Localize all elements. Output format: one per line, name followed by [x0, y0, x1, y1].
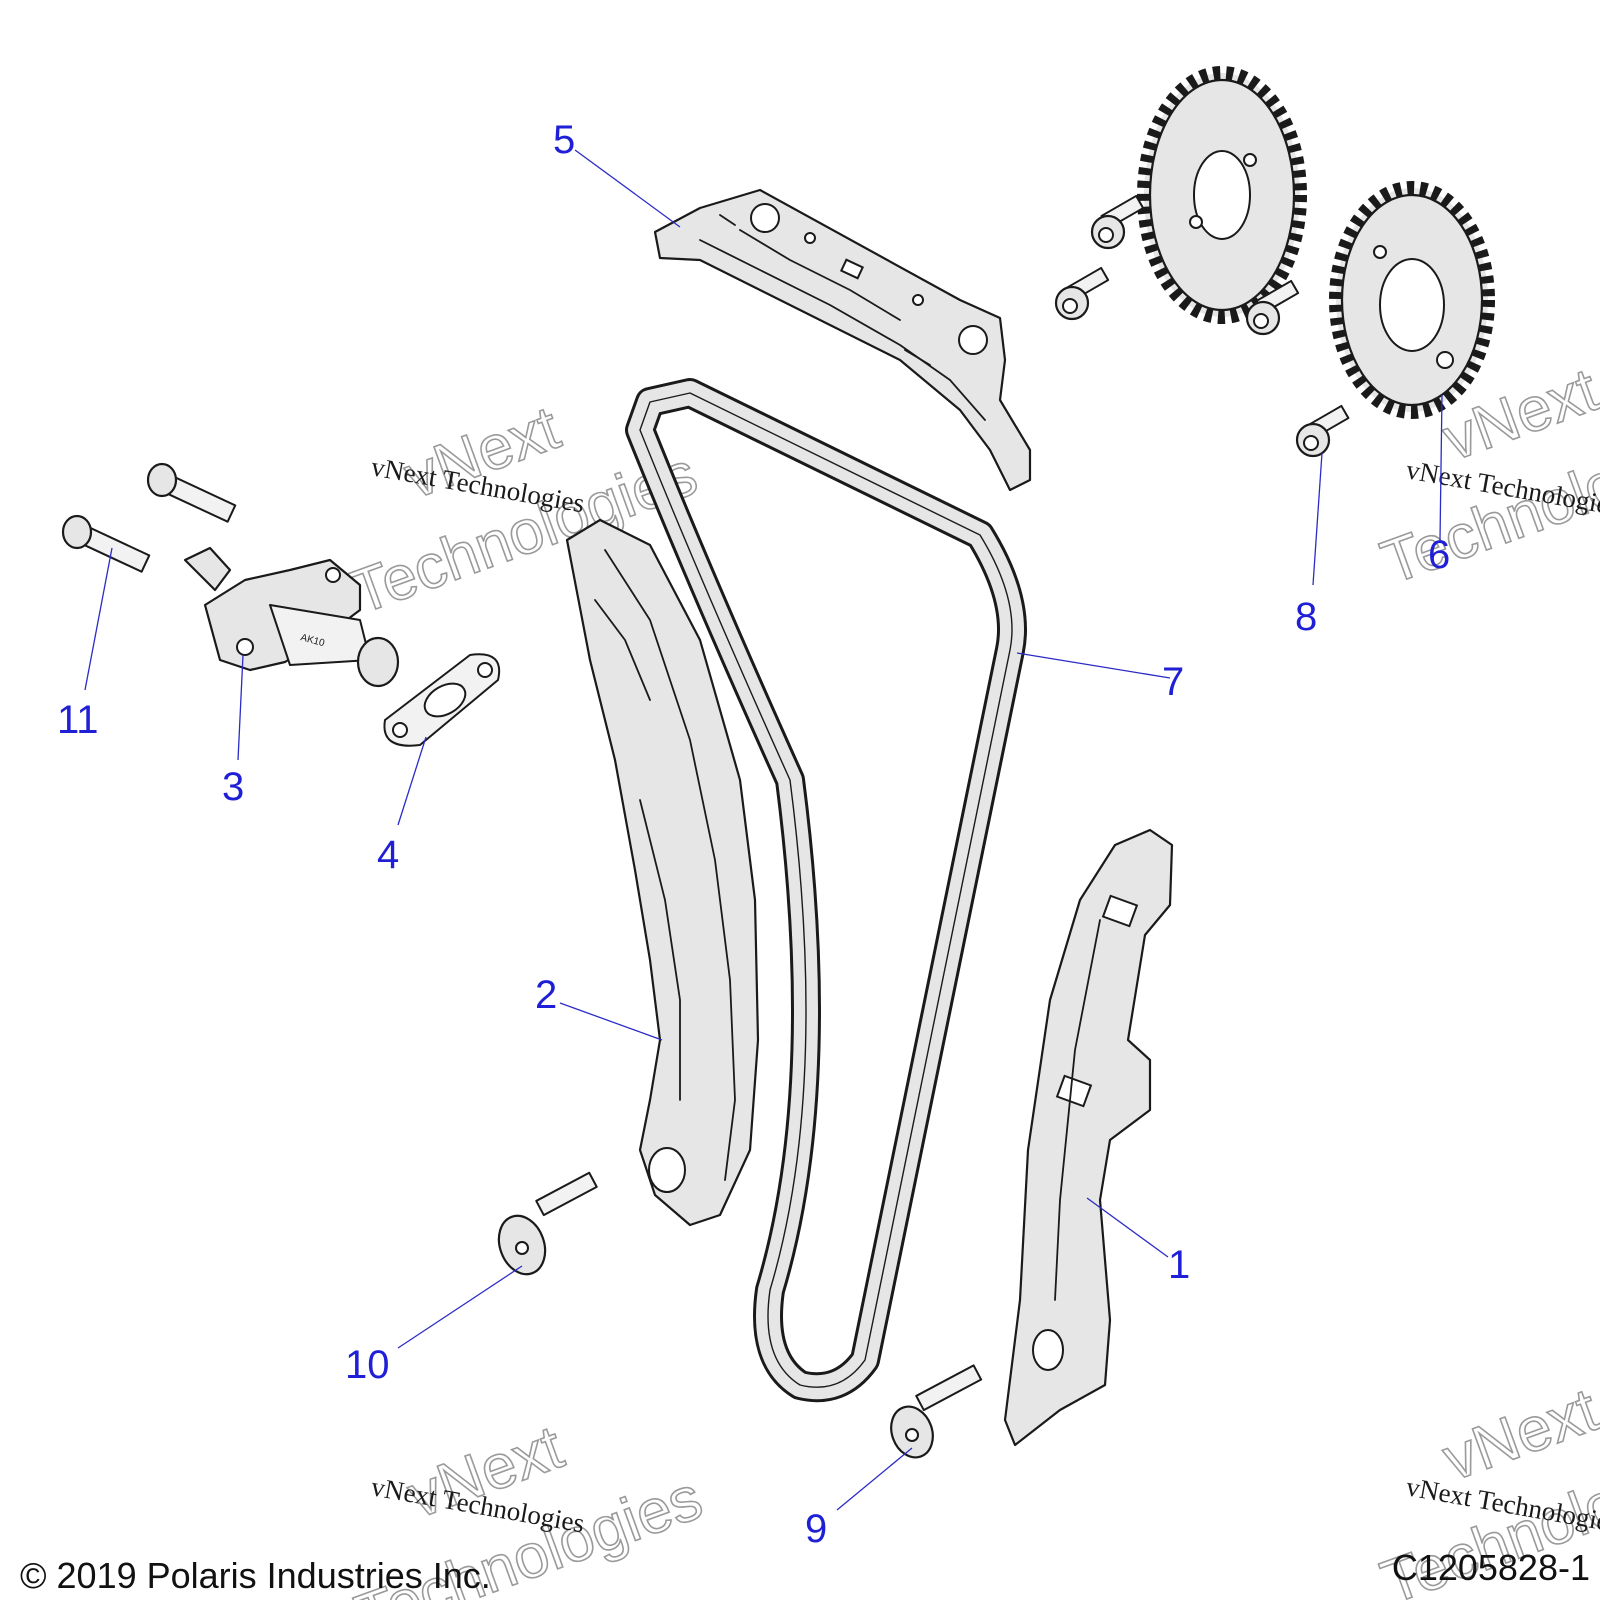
part-5-upper-guide [653, 188, 1032, 492]
part-4-gasket [383, 653, 501, 747]
copyright-text: © 2019 Polaris Industries Inc. [20, 1555, 491, 1596]
callout-9: 9 [805, 1507, 827, 1551]
part-2-tensioner-guide [565, 518, 760, 1227]
part-3-tensioner: AK10 [183, 546, 400, 688]
callout-6: 6 [1428, 533, 1450, 577]
part-9-pivot-bolt [890, 1364, 983, 1459]
bolt-11b [61, 514, 151, 573]
bolt-8a [1090, 194, 1145, 250]
callouts: 5 6 7 8 11 3 4 2 1 10 9 [57, 118, 1450, 1551]
part-7-timing-chain [625, 378, 1027, 1403]
part-8-sprocket-bolts [1054, 194, 1350, 458]
callout-7: 7 [1162, 660, 1184, 704]
part-10-pivot-bolt [497, 1171, 598, 1276]
callout-11: 11 [57, 698, 99, 742]
leader-11 [84, 547, 113, 691]
leader-5 [574, 149, 681, 228]
leader-1 [1086, 1197, 1169, 1258]
part-1-fixed-guide [1003, 828, 1174, 1447]
leader-3 [237, 654, 244, 761]
leader-4 [397, 736, 427, 826]
callout-3: 3 [222, 765, 244, 809]
leader-6 [1439, 394, 1443, 541]
bolt-11a [146, 462, 237, 523]
watermark-large-word1-bottom-right: vNext [1434, 1375, 1600, 1494]
bolt-8b [1054, 266, 1110, 321]
sprocket-front [1329, 181, 1495, 419]
bolt-8d [1295, 404, 1350, 458]
callout-1: 1 [1168, 1243, 1190, 1287]
leader-9 [836, 1447, 913, 1511]
sprocket-rear [1137, 66, 1307, 324]
leader-10 [397, 1265, 523, 1349]
callout-2: 2 [535, 973, 557, 1017]
callout-4: 4 [377, 833, 399, 877]
bolt-8c [1245, 279, 1300, 336]
callout-8: 8 [1295, 595, 1317, 639]
callout-5: 5 [553, 118, 575, 162]
drawing-number: C1205828-1 [1392, 1547, 1590, 1588]
leader-2 [559, 1002, 663, 1041]
part-6-cam-sprockets [1137, 66, 1495, 419]
callout-10: 10 [345, 1343, 390, 1387]
leader-lines [84, 149, 1443, 1511]
leader-8 [1312, 452, 1323, 586]
leader-7 [1016, 652, 1171, 679]
